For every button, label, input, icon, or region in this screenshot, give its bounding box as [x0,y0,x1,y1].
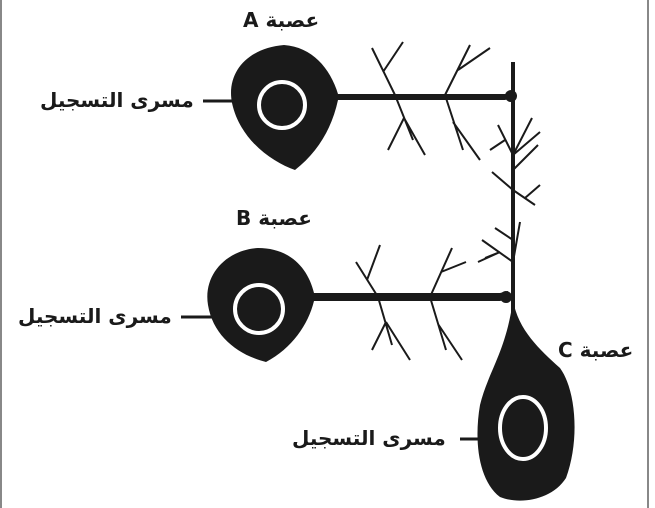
electrode-c-label: مسرى التسجيل [292,426,446,450]
neuron-c-dendrites [477,117,541,263]
neuron-c-electrode-ring [498,395,548,461]
neuron-b [207,244,512,362]
neuron-b-electrode-ring [233,283,285,335]
electrode-b-label: مسرى التسجيل [18,304,172,328]
neuron-c-body [477,300,575,501]
neuron-b-body [207,248,509,362]
electrode-a-label: مسرى التسجيل [40,88,194,112]
neuron-a-electrode-ring [257,80,307,130]
neuron-b-label: عصبة B [236,206,312,230]
neuron-a-body [231,45,512,170]
neuron-a-dendrites [371,41,491,161]
neuron-c-label: عصبة C [558,338,634,362]
neuron-b-axon-terminal [500,291,512,303]
neuron-a-label: عصبة A [243,8,320,32]
neuron-a [231,41,517,170]
neuron-b-dendrites [355,244,467,361]
neuron-c [477,62,575,501]
